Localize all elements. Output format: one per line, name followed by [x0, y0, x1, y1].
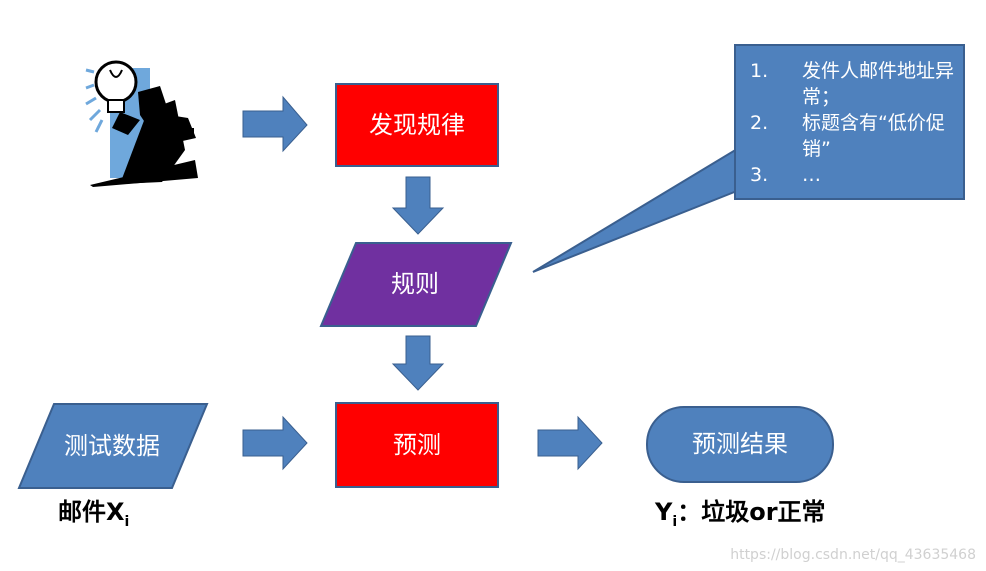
arrow-icon-discover-to-rules [391, 176, 445, 235]
predict-label: 预测 [393, 430, 441, 459]
callout-box [734, 44, 965, 200]
discover-box [335, 83, 499, 167]
rules-parallelogram [319, 242, 513, 327]
businessman-lightbulb-icon [85, 60, 198, 187]
discover-label: 发现规律 [369, 110, 465, 139]
result-terminator [646, 406, 834, 483]
arrow-icon-testdata-to-predict [242, 415, 308, 471]
result-label: 预测结果 [692, 430, 788, 459]
callout-item: 2.标题含有“低价促销” [750, 112, 945, 160]
predict-box [335, 402, 499, 488]
rules-label: 规则 [391, 270, 439, 299]
watermark: https://blog.csdn.net/qq_43635468 [730, 547, 976, 563]
output-caption: Yi：垃圾or正常 [655, 498, 826, 530]
input-caption: 邮件Xi [58, 498, 130, 530]
test-data-label: 测试数据 [64, 431, 160, 460]
test-data-parallelogram [17, 403, 209, 489]
callout-item: 1.发件人邮件地址异常； [750, 60, 955, 108]
callout-pointer [532, 138, 753, 273]
arrow-icon-to-discover [242, 95, 308, 153]
callout-list: 1.发件人邮件地址异常； 2.标题含有“低价促销” 3.… [738, 58, 960, 188]
callout-item: 3.… [750, 164, 821, 186]
arrow-icon-predict-to-result [537, 415, 603, 471]
arrow-icon-rules-to-predict [391, 335, 445, 391]
